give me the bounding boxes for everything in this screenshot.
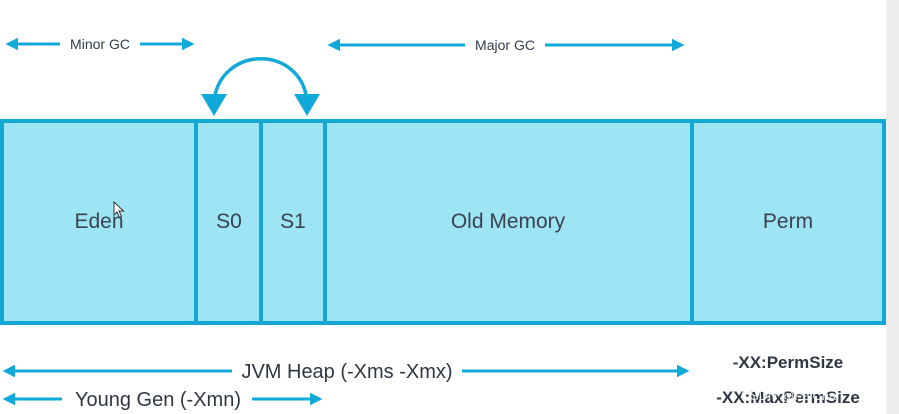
- jvm-heap-arrow: JVM Heap (-Xms -Xmx): [2, 361, 690, 383]
- survivor-swap-arc: [212, 57, 309, 101]
- old-memory-label: Old Memory: [451, 210, 566, 233]
- s1-label: S1: [280, 210, 306, 233]
- memory-regions: [0, 119, 886, 325]
- eden-region: [0, 119, 198, 325]
- young-gen-label: Young Gen (-Xmn): [75, 389, 241, 411]
- perm-label: Perm: [763, 210, 813, 233]
- minor-gc-arrow: Minor GC: [5, 36, 195, 52]
- s0-label: S0: [216, 210, 242, 233]
- survivor-arrowhead-right: [294, 94, 320, 116]
- young-gen-arrow: Young Gen (-Xmn): [2, 389, 323, 411]
- s0-region: [194, 119, 263, 325]
- mouse-cursor-icon: [113, 201, 125, 219]
- major-gc-label: Major GC: [475, 37, 535, 53]
- jvm-heap-label: JVM Heap (-Xms -Xmx): [241, 361, 452, 383]
- max-perm-size-option: -XX:MaxPermSize: [716, 388, 860, 407]
- survivor-arrowhead-left: [201, 94, 227, 116]
- old-memory-region: [323, 119, 694, 325]
- s1-region: [259, 119, 327, 325]
- csdn-watermark: CSDN @FeiChan: [741, 388, 844, 403]
- major-gc-arrow: Major GC: [327, 37, 685, 53]
- perm-region: [690, 119, 886, 325]
- eden-label: Eden: [74, 210, 123, 233]
- minor-gc-label: Minor GC: [70, 36, 130, 52]
- perm-size-option: -XX:PermSize: [733, 353, 844, 372]
- window-edge-strip: [886, 0, 899, 414]
